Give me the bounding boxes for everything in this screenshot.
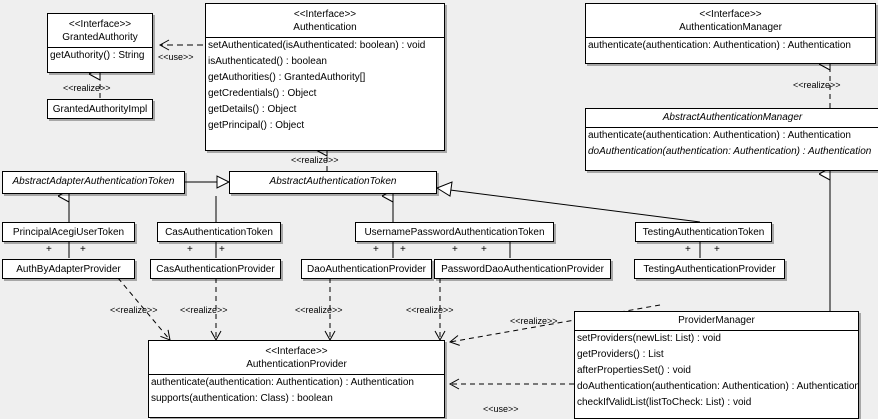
class-dao-authentication-provider[interactable]: DaoAuthenticationProvider (301, 259, 432, 279)
class-name-label: PasswordDaoAuthenticationProvider (441, 264, 604, 275)
class-name-label: AbstractAuthenticationManager (662, 112, 803, 123)
operation-get-principal: getPrincipal() : Object (208, 120, 305, 131)
operation-authenticate: authenticate(authentication: Authenticat… (588, 130, 851, 141)
class-name-label: AbstractAuthenticationToken (269, 176, 397, 187)
class-name-label: TestingAuthenticationToken (642, 227, 765, 238)
class-header: <<Interface>> Authentication (206, 4, 444, 37)
relationship-label-realize-granted-authority-impl: <<realize>> (63, 83, 111, 93)
operation-get-authorities: getAuthorities() : GrantedAuthority[] (208, 72, 366, 83)
class-header: <<Interface>> AuthenticationManager (586, 4, 875, 37)
operation-check-if-valid-list: checkIfValidList(listToCheck: List) : vo… (577, 397, 752, 408)
multiplicity-marker: + (219, 244, 225, 255)
class-name-label: AbstractAdapterAuthenticationToken (12, 176, 175, 187)
relationship-label-realize-cas-provider: <<realize>> (180, 305, 228, 315)
class-name-label: TestingAuthenticationProvider (643, 264, 776, 275)
class-cas-authentication-provider[interactable]: CasAuthenticationProvider (150, 259, 281, 279)
operations-compartment: authenticate(authentication: Authenticat… (586, 127, 878, 160)
operation-get-providers: getProviders() : List (577, 349, 664, 360)
class-name-label: AuthenticationManager (679, 22, 782, 33)
relationship-label-realize-password-dao-provider: <<realize>> (406, 305, 454, 315)
operation-supports: supports(authentication: Class) : boolea… (151, 393, 333, 404)
operation-authenticate: authenticate(authentication: Authenticat… (151, 377, 414, 388)
class-auth-by-adapter-provider[interactable]: AuthByAdapterProvider (2, 259, 135, 279)
stereotype-label: <<Interface>> (265, 346, 328, 357)
class-name-label: ProviderManager (678, 315, 755, 326)
class-authentication[interactable]: <<Interface>> Authentication setAuthenti… (205, 3, 445, 151)
operations-compartment: authenticate(authentication: Authenticat… (586, 37, 875, 54)
relationship-label-realize-abstract-auth-manager: <<realize>> (793, 80, 841, 90)
class-granted-authority-impl[interactable]: GrantedAuthorityImpl (47, 99, 153, 119)
class-name-label: CasAuthenticationToken (165, 227, 273, 238)
operation-set-providers: setProviders(newList: List) : void (577, 333, 721, 344)
class-abstract-authentication-manager[interactable]: AbstractAuthenticationManager authentica… (585, 108, 878, 171)
class-authentication-provider[interactable]: <<Interface>> AuthenticationProvider aut… (148, 340, 445, 418)
class-principal-acegi-user-token[interactable]: PrincipalAcegiUserToken (2, 222, 135, 242)
class-name-label: UsernamePasswordAuthenticationToken (364, 227, 545, 238)
relationship-label-realize-abstract-auth-token: <<realize>> (291, 155, 339, 165)
operation-after-properties-set: afterPropertiesSet() : void (577, 365, 691, 376)
multiplicity-marker: + (373, 244, 379, 255)
operation-set-authenticated: setAuthenticated(isAuthenticated: boolea… (208, 40, 426, 51)
operation-get-credentials: getCredentials() : Object (208, 88, 317, 99)
relationship-label-use-granted-authority: <<use>> (158, 52, 194, 62)
class-header: ProviderManager (575, 312, 858, 330)
multiplicity-marker: + (46, 244, 52, 255)
stereotype-label: <<Interface>> (293, 9, 357, 20)
stereotype-label: <<Interface>> (699, 9, 762, 20)
multiplicity-marker: + (400, 244, 406, 255)
operation-authenticate: authenticate(authentication: Authenticat… (588, 40, 851, 51)
class-header: <<Interface>> AuthenticationProvider (149, 341, 444, 374)
operation-is-authenticated: isAuthenticated() : boolean (208, 56, 327, 67)
class-name-label: AuthenticationProvider (246, 359, 347, 370)
multiplicity-marker: + (187, 244, 193, 255)
class-name-label: CasAuthenticationProvider (156, 264, 275, 275)
class-abstract-adapter-authentication-token[interactable]: AbstractAdapterAuthenticationToken (2, 171, 185, 194)
operations-compartment: getAuthority() : String (48, 47, 152, 64)
class-name-label: GrantedAuthority (62, 32, 138, 43)
operation-get-authority: getAuthority() : String (50, 50, 145, 61)
relationship-label-realize-auth-by-adapter: <<realize>> (110, 305, 158, 315)
class-name-label: GrantedAuthorityImpl (52, 104, 148, 115)
multiplicity-marker: + (714, 244, 720, 255)
class-header: AbstractAuthenticationManager (586, 109, 878, 127)
class-abstract-authentication-token[interactable]: AbstractAuthenticationToken (229, 171, 437, 194)
stereotype-label: <<Interface>> (68, 19, 132, 30)
class-granted-authority[interactable]: <<Interface>> GrantedAuthority getAuthor… (47, 13, 153, 73)
operations-compartment: setAuthenticated(isAuthenticated: boolea… (206, 37, 444, 134)
class-testing-authentication-provider[interactable]: TestingAuthenticationProvider (634, 259, 785, 279)
multiplicity-marker: + (452, 244, 458, 255)
class-username-password-authentication-token[interactable]: UsernamePasswordAuthenticationToken (355, 222, 554, 242)
class-testing-authentication-token[interactable]: TestingAuthenticationToken (635, 222, 772, 242)
operations-compartment: setProviders(newList: List) : void getPr… (575, 330, 858, 411)
class-authentication-manager[interactable]: <<Interface>> AuthenticationManager auth… (585, 3, 876, 64)
relationship-label-use-provider-manager: <<use>> (483, 404, 519, 414)
operation-get-details: getDetails() : Object (208, 104, 297, 115)
relationship-label-realize-provider-manager: <<realize>> (510, 316, 558, 326)
multiplicity-marker: + (481, 244, 487, 255)
class-provider-manager[interactable]: ProviderManager setProviders(newList: Li… (574, 311, 859, 419)
class-name-label: Authentication (293, 22, 357, 33)
multiplicity-marker: + (685, 244, 691, 255)
operations-compartment: authenticate(authentication: Authenticat… (149, 374, 444, 407)
class-name-label: PrincipalAcegiUserToken (12, 227, 125, 238)
operation-do-authentication: doAuthentication(authentication: Authent… (588, 146, 872, 157)
relationship-label-realize-dao-provider: <<realize>> (295, 305, 343, 315)
class-name-label: AuthByAdapterProvider (16, 264, 121, 275)
class-name-label: DaoAuthenticationProvider (307, 264, 426, 275)
class-password-dao-authentication-provider[interactable]: PasswordDaoAuthenticationProvider (434, 259, 611, 279)
class-cas-authentication-token[interactable]: CasAuthenticationToken (157, 222, 281, 242)
operation-do-authentication: doAuthentication(authentication: Authent… (577, 381, 859, 392)
class-header: <<Interface>> GrantedAuthority (48, 14, 152, 47)
multiplicity-marker: + (80, 244, 86, 255)
